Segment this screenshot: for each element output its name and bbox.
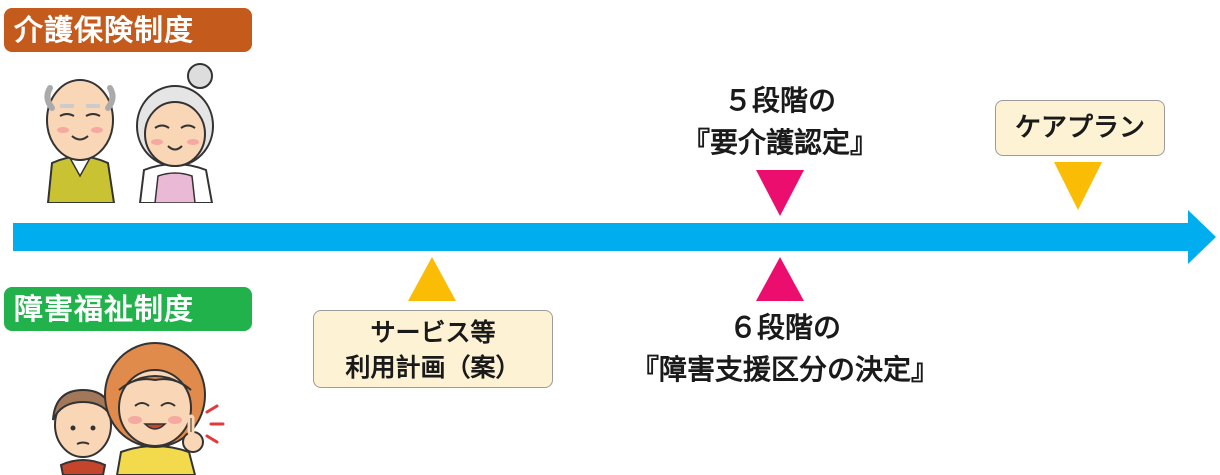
shogai-kubun-line2: 『障害支援区分の決定』 bbox=[630, 353, 939, 386]
care-plan-marker bbox=[1054, 162, 1102, 210]
kaigo-nintei-marker bbox=[756, 170, 804, 216]
shogai-kubun-line1: ６段階の bbox=[728, 311, 841, 344]
shogai-system-badge: 障害福祉制度 bbox=[4, 287, 252, 331]
service-plan-box: サービス等 利用計画（案） bbox=[313, 310, 553, 388]
kaigo-nintei-label: ５段階の 『要介護認定』 bbox=[640, 80, 920, 164]
timeline-arrow bbox=[13, 210, 1216, 264]
shogai-kubun-label: ６段階の 『障害支援区分の決定』 bbox=[580, 307, 990, 391]
care-plan-box: ケアプラン bbox=[995, 100, 1165, 156]
service-plan-line1: サービス等 bbox=[370, 318, 496, 347]
kaigo-system-badge: 介護保険制度 bbox=[4, 8, 252, 52]
shogai-kubun-marker bbox=[756, 257, 804, 301]
service-plan-marker bbox=[408, 257, 456, 301]
kaigo-nintei-line1: ５段階の bbox=[723, 84, 836, 117]
caregiver-child-illustration bbox=[52, 342, 225, 475]
service-plan-line2: 利用計画（案） bbox=[345, 353, 521, 382]
elderly-couple-illustration bbox=[44, 63, 214, 203]
kaigo-nintei-line2: 『要介護認定』 bbox=[681, 126, 878, 159]
